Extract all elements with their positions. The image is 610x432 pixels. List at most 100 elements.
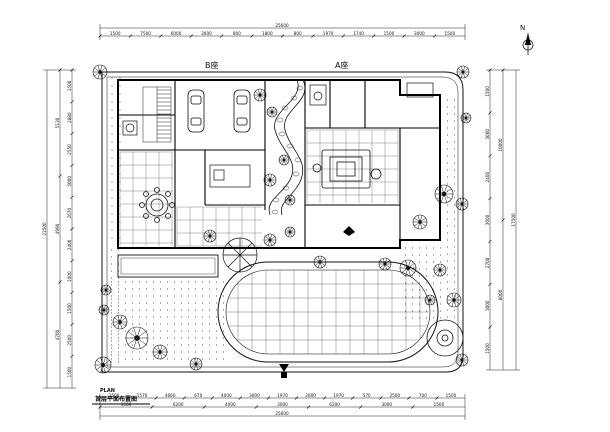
dimension-value: 1970 [323, 31, 334, 36]
tree-icon [278, 154, 290, 166]
dimension-value: 800 [294, 31, 302, 36]
block-b-label: B座 [205, 60, 219, 70]
dimension-value: 4000 [221, 393, 232, 398]
tree-icon [313, 255, 327, 269]
winding-garden-path [268, 79, 306, 216]
lawn-planting [110, 77, 456, 363]
tiled-floor-east [306, 129, 399, 203]
tree-icon [433, 263, 447, 277]
sofa-set [312, 149, 382, 189]
tree-icon [446, 292, 462, 308]
dimension-value: 1500 [434, 402, 445, 407]
tree-icon [284, 194, 296, 206]
dimension-value: 670 [194, 393, 202, 398]
tree-icon [399, 259, 417, 277]
tree-icon [92, 64, 108, 80]
plan-label: PLAN [100, 388, 115, 394]
tiled-floor-west [119, 151, 173, 246]
dimension-total: 17500 [511, 213, 516, 227]
dimension-value: 1740 [353, 31, 364, 36]
dimension-value: 2500 [389, 393, 400, 398]
tree-icon [100, 284, 112, 296]
pool-tiles [226, 270, 430, 354]
tree-icon [98, 304, 110, 316]
dimension-value: 570 [363, 393, 371, 398]
tree-icon [460, 112, 472, 124]
dimension-value: 4990 [55, 223, 60, 234]
dimension-value: 3000 [381, 402, 392, 407]
dimension-value: 1500 [110, 31, 121, 36]
dimension-value: 700 [419, 393, 427, 398]
interior-walls [118, 80, 440, 248]
tree-icon [434, 184, 454, 204]
dimension-value: 2400 [485, 171, 490, 182]
tree-icon [189, 357, 203, 371]
dimension-value: 3600 [485, 214, 490, 225]
dimension-value: 7500 [140, 31, 151, 36]
dimension-value: 1800 [262, 31, 273, 36]
dimension-ticks [58, 34, 505, 409]
dimension-total: 25600 [275, 23, 289, 28]
tree-icon [94, 356, 112, 374]
dimension-value: 1000 [67, 271, 72, 282]
tree-icon [263, 233, 277, 247]
dimension-value: 2880 [67, 112, 72, 123]
dimension-value: 1500 [67, 80, 72, 91]
block-a-label: A座 [335, 60, 348, 70]
building-walls [117, 79, 441, 249]
dimension-value: 1500 [67, 366, 72, 377]
dimension-value: 3000 [414, 31, 425, 36]
dimension-value: 6200 [329, 402, 340, 407]
dimension-value: 2550 [67, 144, 72, 155]
north-arrow: N [520, 24, 534, 55]
dimension-value: 3000 [249, 393, 260, 398]
dimension-value: 2500 [67, 335, 72, 346]
car-icon [233, 89, 251, 133]
drawing-title: 首层平面布置图 [95, 395, 137, 403]
dimension-value: 1500 [67, 303, 72, 314]
tree-icon [455, 197, 469, 211]
dimension-value: 1970 [333, 393, 344, 398]
title-block: PLAN 首层平面布置图 [92, 388, 150, 405]
tree-icon [203, 229, 217, 243]
west-pond [117, 254, 219, 278]
dimension-value: 3000 [485, 129, 490, 140]
dimension-total: 21500 [42, 222, 47, 236]
tree-icon [412, 214, 428, 230]
site-boundary [101, 71, 464, 373]
dimension-value: 1970 [277, 393, 288, 398]
garage-cars [187, 89, 251, 133]
dimension-value: 1570 [137, 393, 148, 398]
tree-icon [263, 173, 277, 187]
dimension-total: 25600 [275, 411, 289, 416]
tree-icon [152, 344, 168, 360]
tree-icon [455, 353, 469, 367]
dimension-value: 1500 [384, 31, 395, 36]
staircase [142, 86, 172, 143]
tree-icon [112, 314, 128, 330]
dimension-value: 1500 [485, 86, 490, 97]
dimension-value: 5000 [67, 176, 72, 187]
dimension-value: 800 [233, 31, 241, 36]
tree-icon [456, 65, 470, 79]
dimension-value: 4000 [225, 402, 236, 407]
dimension-value: 8000 [498, 289, 503, 300]
path-stepping-stones [271, 85, 304, 215]
dimension-value: 1500 [444, 31, 455, 36]
tree-icon [266, 106, 278, 118]
entry-arrow [279, 226, 355, 378]
tree-icon [253, 88, 267, 102]
dimension-value: 6200 [173, 402, 184, 407]
dimension-value: 1500 [446, 393, 457, 398]
dining-table [139, 187, 175, 223]
gazebo-umbrella [222, 237, 258, 273]
dimension-value: 3000 [485, 300, 490, 311]
dimension-value: 2700 [485, 257, 490, 268]
dimension-value: 6000 [171, 31, 182, 36]
dimension-value: 1500 [109, 393, 120, 398]
kitchen-counter [209, 164, 251, 188]
dimension-value: 4660 [165, 393, 176, 398]
tree-icon [378, 257, 392, 271]
